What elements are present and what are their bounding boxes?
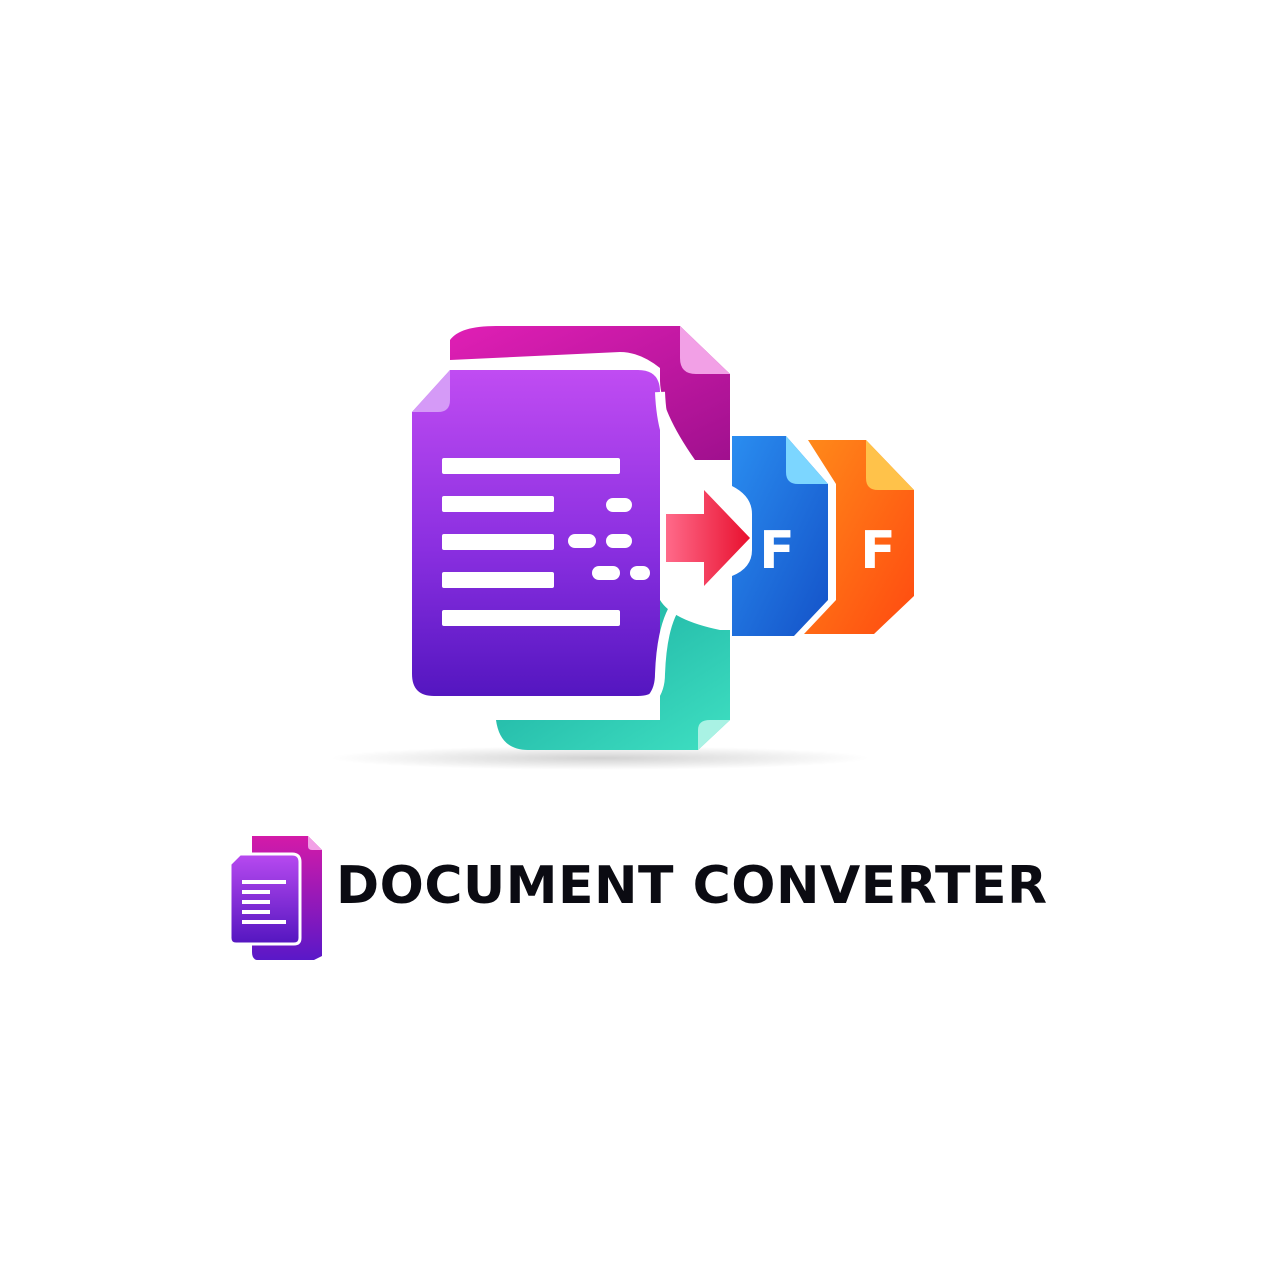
blue-file-letter: F — [759, 521, 795, 581]
document-converter-logo-icon: F F — [330, 326, 914, 770]
document-stack-icon — [228, 836, 322, 960]
wordmark-row: DOCUMENT CONVERTER — [222, 828, 1082, 968]
brand-name: DOCUMENT CONVERTER — [336, 856, 1048, 916]
orange-file-letter: F — [860, 521, 896, 581]
